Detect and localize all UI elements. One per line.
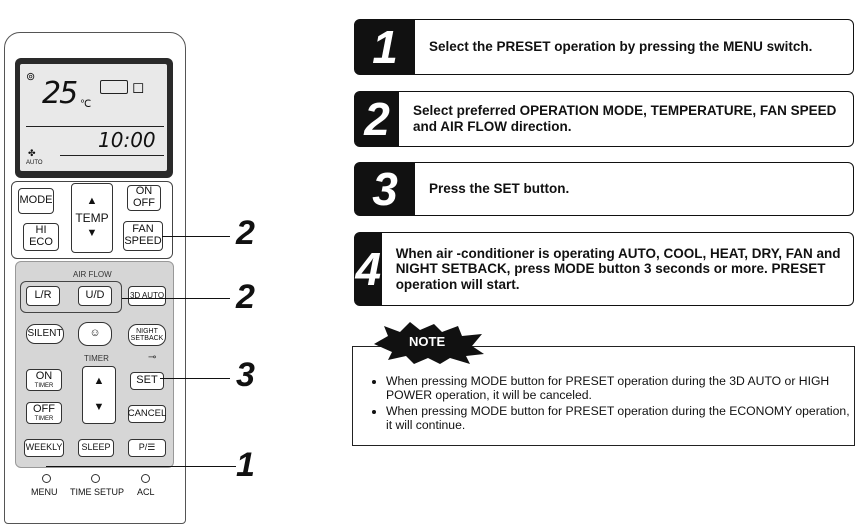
silent-label: SILENT (27, 327, 63, 339)
weekly-label: WEEKLY (25, 442, 63, 453)
off-timer-button[interactable]: OFF TIMER (26, 402, 62, 424)
ud-button[interactable]: U/D (78, 286, 112, 306)
on-timer-button[interactable]: ON TIMER (26, 369, 62, 391)
acl-switch[interactable] (141, 474, 150, 483)
step-text: Press the SET button. (429, 181, 570, 197)
timer-up-icon: ▲ (93, 375, 105, 388)
air-flow-title: AIR FLOW (73, 270, 112, 279)
air-flow-outline (20, 281, 122, 313)
callout-line (46, 466, 236, 467)
callout-number: 2 (236, 214, 255, 252)
mode-label: MODE (19, 194, 53, 207)
hi-eco-button[interactable]: HI ECO (23, 223, 59, 251)
cancel-label: CANCEL (127, 408, 167, 420)
mode-button[interactable]: MODE (18, 188, 54, 214)
step-number: 3 (355, 163, 415, 215)
cancel-button[interactable]: CANCEL (128, 405, 166, 423)
step-number: 1 (355, 20, 415, 74)
sleep-label: SLEEP (81, 442, 111, 453)
acl-label: ACL (137, 487, 155, 497)
3d-auto-label: 3D AUTO (129, 290, 165, 300)
fan-label: FAN (132, 223, 154, 236)
remote-control: ⊚ 25 ℃ ◻ 10:00 ✤ AUTO MODE ▲ TEMP ▼ ON O… (4, 32, 186, 524)
night-label: NIGHT (136, 327, 158, 335)
callout-number: 2 (236, 278, 255, 316)
step-3: 3 Press the SET button. (354, 162, 854, 216)
speed-label: SPEED (124, 235, 162, 247)
timer-down-icon: ▼ (93, 401, 105, 413)
swing-icon: ◻ (132, 79, 145, 96)
p-wifi-button[interactable]: P/ ☰ (128, 439, 166, 457)
time-setup-switch[interactable] (91, 474, 100, 483)
step-4: 4 When air -conditioner is operating AUT… (354, 232, 854, 306)
step-text: Select preferred OPERATION MODE, TEMPERA… (413, 103, 837, 134)
p-label: P/ (138, 442, 148, 453)
lcd-frame: ⊚ 25 ℃ ◻ 10:00 ✤ AUTO (15, 58, 173, 178)
lcd-divider (60, 155, 164, 156)
lr-button[interactable]: L/R (26, 286, 60, 306)
lcd-temperature: 25 (42, 76, 78, 111)
step-text: Select the PRESET operation by pressing … (429, 39, 813, 55)
on-timer-label: ON (35, 370, 53, 383)
callout-number: 3 (236, 356, 255, 394)
weekly-button[interactable]: WEEKLY (24, 439, 64, 457)
temp-down-icon: ▼ (86, 227, 98, 240)
note-item: When pressing MODE button for PRESET ope… (386, 404, 856, 432)
step-2: 2 Select preferred OPERATION MODE, TEMPE… (354, 91, 854, 147)
lcd-fan-auto: AUTO (26, 160, 43, 166)
step-text: When air -conditioner is operating AUTO,… (395, 245, 841, 292)
temp-up-icon: ▲ (86, 195, 98, 208)
callout-number: 1 (236, 446, 255, 484)
on-label: ON (135, 185, 153, 198)
wifi-icon: ☰ (147, 442, 156, 453)
on-timer-sub: TIMER (34, 382, 54, 389)
off-timer-label: OFF (33, 403, 55, 416)
menu-label: MENU (31, 487, 58, 497)
timer-up-down-button[interactable]: ▲ ▼ (82, 366, 116, 424)
note-item: When pressing MODE button for PRESET ope… (386, 374, 856, 402)
callout-line (160, 378, 230, 379)
character-button[interactable]: ☺ (78, 322, 112, 346)
cool-mode-icon (100, 80, 128, 94)
callout-line (122, 298, 230, 299)
lcd-time: 10:00 (98, 128, 156, 152)
night-setback-button[interactable]: NIGHT SETBACK (128, 324, 166, 346)
sleep-button[interactable]: SLEEP (78, 439, 114, 457)
temp-label: TEMP (75, 210, 109, 225)
step-1: 1 Select the PRESET operation by pressin… (354, 19, 854, 75)
note-list: When pressing MODE button for PRESET ope… (370, 374, 856, 434)
mode-group-outline (11, 181, 173, 259)
off-label: OFF (133, 197, 155, 209)
note-box (352, 346, 855, 446)
step-number: 2 (355, 92, 400, 146)
fan-speed-button[interactable]: FAN SPEED (123, 221, 163, 251)
3d-auto-button[interactable]: 3D AUTO (128, 286, 166, 306)
lr-label: L/R (34, 289, 52, 302)
fan-icon: ✤ (28, 148, 36, 158)
callout-line (162, 236, 230, 237)
lcd-divider (26, 126, 164, 127)
on-off-button[interactable]: ON OFF (127, 185, 161, 211)
control-panel: AIR FLOW L/R U/D 3D AUTO SILENT ☺ NIGHT … (15, 261, 174, 468)
menu-switch[interactable] (42, 474, 51, 483)
set-label: SET (136, 374, 158, 387)
clock-icon: ⊚ (26, 71, 36, 83)
set-button[interactable]: SET (130, 372, 164, 390)
timer-title: TIMER (84, 354, 109, 363)
note-label: NOTE (409, 334, 446, 349)
step-number: 4 (355, 233, 382, 305)
silent-button[interactable]: SILENT (26, 324, 64, 344)
time-setup-label: TIME SETUP (70, 487, 125, 497)
hi-label: HI (35, 224, 47, 237)
eco-label: ECO (29, 236, 53, 248)
lcd-unit: ℃ (80, 99, 92, 110)
ud-label: U/D (85, 289, 105, 302)
temp-button[interactable]: ▲ TEMP ▼ (71, 183, 113, 253)
off-timer-sub: TIMER (34, 415, 54, 422)
key-lock-icon: ⊸ (148, 352, 157, 363)
lcd-display: ⊚ 25 ℃ ◻ 10:00 ✤ AUTO (20, 64, 167, 171)
character-icon: ☺ (89, 327, 101, 340)
setback-label: SETBACK (130, 335, 164, 342)
note-burst-icon (374, 322, 484, 364)
